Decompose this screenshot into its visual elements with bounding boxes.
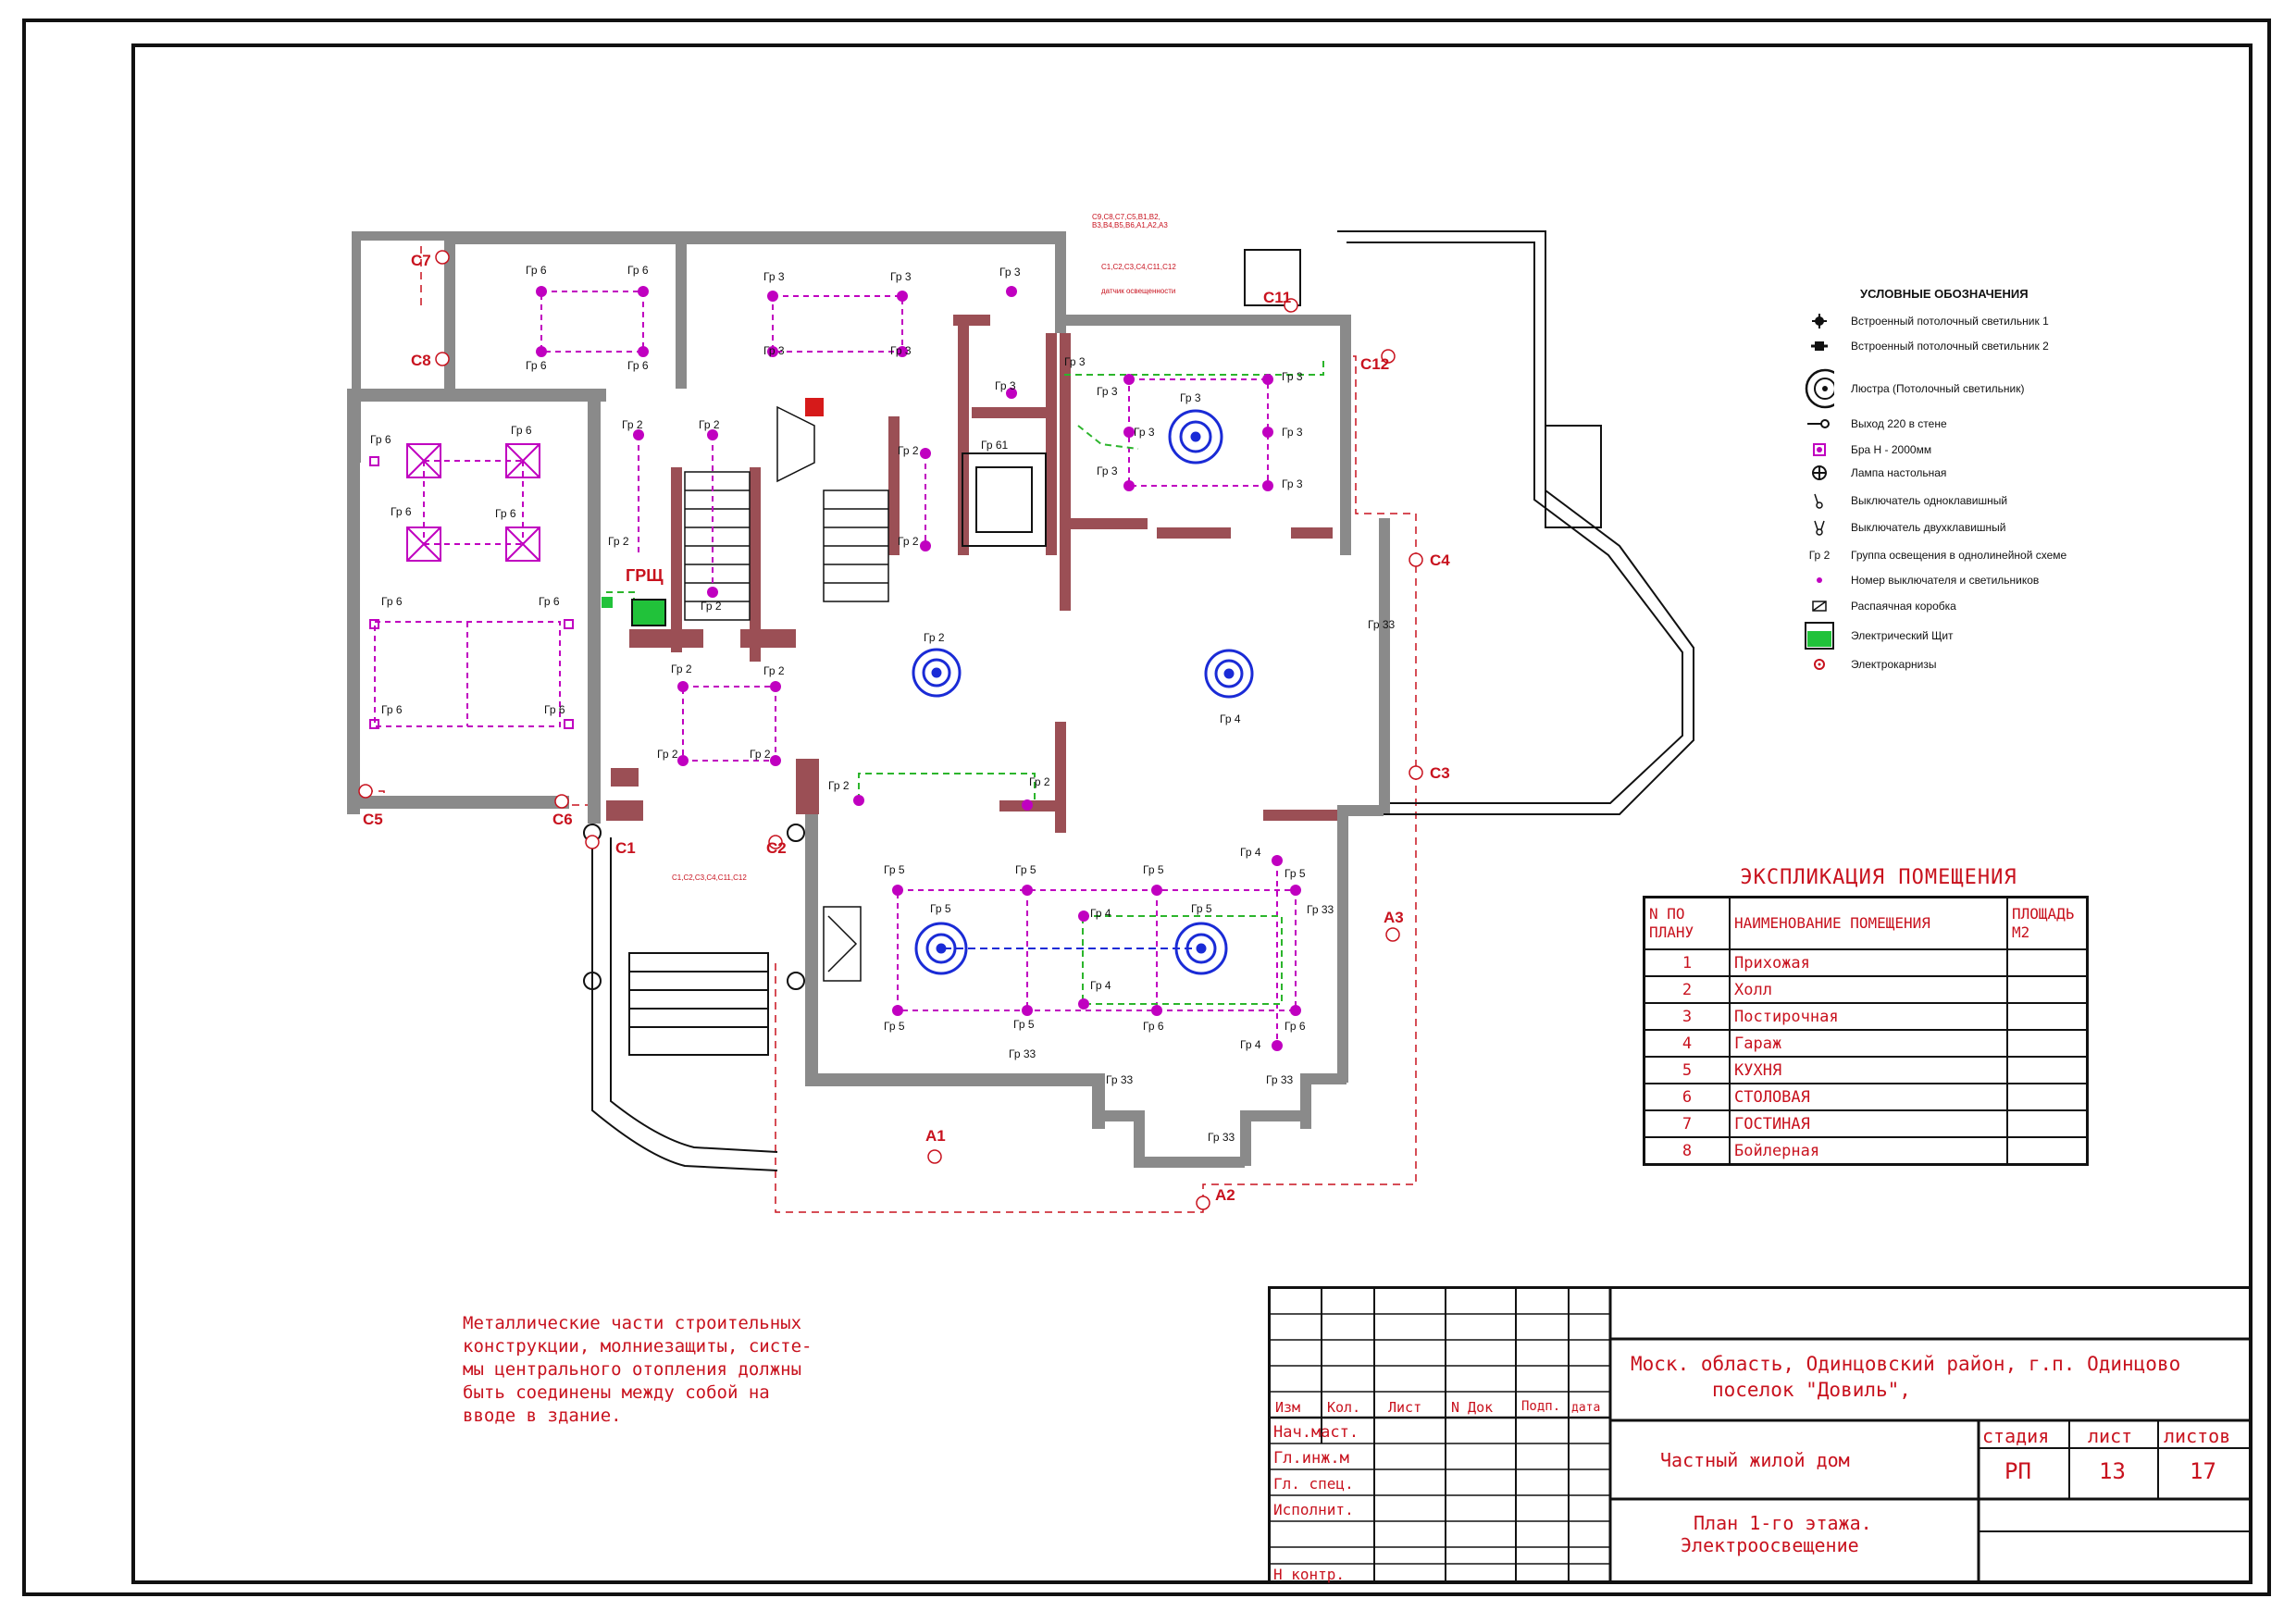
main-staircase (684, 405, 889, 621)
entrance-porch (583, 824, 805, 1171)
lift-shaft (962, 452, 1047, 547)
stage-value: РП (2004, 1458, 2031, 1484)
table-header-row: N ПО ПЛАНУ НАИМЕНОВАНИЕ ПОМЕЩЕНИЯ ПЛОЩАД… (1643, 896, 2089, 950)
stage-label: стадия (1982, 1425, 2050, 1447)
recessed-light-1-icon (1805, 308, 1834, 334)
terrace (1244, 230, 1694, 815)
sheets-value: 17 (2190, 1458, 2216, 1484)
stamp-role: Гл.инж.м (1273, 1449, 1349, 1468)
legend-item: Распаячная коробка (1805, 593, 1956, 619)
junction-box-icon (1805, 593, 1834, 619)
stamp-role: Исполнит. (1273, 1501, 1354, 1518)
sconce-icon (1805, 437, 1834, 463)
drawing-frame (131, 43, 2253, 1584)
axis-markers (358, 250, 1423, 1210)
legend-item: Встроенный потолочный светильник 1 (1805, 308, 2049, 334)
chandelier-icon (914, 922, 968, 975)
column-header: ПЛОЩАДЬ М2 (2006, 896, 2089, 950)
electrical-panel-icon (1805, 620, 1834, 651)
legend-item: Выход 220 в стене (1805, 411, 1947, 437)
grounding-note: Металлические части строительных констру… (463, 1313, 813, 1426)
legend-item: Гр 2 Группа освещения в однолинейной схе… (1805, 542, 2066, 568)
legend-item: Электрический Щит (1805, 620, 1954, 651)
sheet-title: План 1-го этажа. (1694, 1512, 1872, 1534)
sheets-label: листов (2164, 1425, 2231, 1447)
legend-title: УСЛОВНЫЕ ОБОЗНАЧЕНИЯ (1860, 287, 2029, 301)
explication-table: N ПО ПЛАНУ НАИМЕНОВАНИЕ ПОМЕЩЕНИЯ ПЛОЩАД… (1643, 896, 2089, 1166)
stamp-role: Н контр. (1273, 1566, 1346, 1583)
stamp-header-podp: Подп. (1521, 1399, 1561, 1414)
column-header: НАИМЕНОВАНИЕ ПОМЕЩЕНИЯ (1729, 896, 2008, 950)
title-block: Изм Кол. Лист N Док Подп. дата Нач.маст.… (1268, 1286, 2253, 1584)
cornice-icon (1805, 651, 1834, 677)
title-block-grid (1268, 1286, 2253, 1584)
chandelier-icon (1204, 649, 1254, 699)
stamp-role: Гл. спец. (1273, 1475, 1354, 1493)
stamp-header-ndoc: N Док (1451, 1399, 1494, 1416)
stamp-header-list: Лист (1388, 1399, 1422, 1416)
legend-item: Лампа настольная (1805, 460, 1946, 486)
recessed-light-2-icon (1805, 333, 1834, 359)
legend-item: Бра Н - 2000мм (1805, 437, 1931, 463)
electrical-panel-icon (631, 599, 666, 626)
project-location: Моск. область, Одинцовский район, г.п. О… (1631, 1353, 2181, 1375)
chandeliers (912, 409, 1254, 975)
double-switch-icon (1805, 514, 1834, 540)
stamp-header-kol: Кол. (1327, 1399, 1361, 1416)
sheet-value: 13 (2099, 1458, 2126, 1484)
fireplace (823, 906, 862, 982)
legend-item: Выключатель двухклавишный (1805, 514, 2005, 540)
walls (347, 231, 1390, 1168)
project-location: поселок "Довиль", (1712, 1379, 1911, 1401)
partitions (606, 315, 1337, 833)
sheet-title: Электроосвещение (1681, 1534, 1859, 1556)
group-label-icon: Гр 2 (1808, 549, 1831, 562)
wall-outlet-icon (1805, 411, 1834, 437)
legend-item: Электрокарнизы (1805, 651, 1936, 677)
chandelier-icon (1805, 368, 1834, 409)
chandelier-icon (1174, 922, 1228, 975)
recessed-lights (536, 286, 1301, 1051)
legend-item: Встроенный потолочный светильник 2 (1805, 333, 2049, 359)
chandelier-icon (1168, 409, 1223, 465)
stamp-header-data: дата (1571, 1401, 1601, 1415)
legend-item: Люстра (Потолочный светильник) (1805, 368, 2025, 409)
chandelier-icon (912, 648, 962, 698)
explication-title: ЭКСПЛИКАЦИЯ ПОМЕЩЕНИЯ (1740, 866, 2017, 889)
outer-frame (22, 19, 2271, 1596)
legend-item: Выключатель одноклавишный (1805, 488, 2007, 514)
legend-item: Номер выключателя и светильников (1805, 567, 2039, 593)
panel-indicator (602, 597, 613, 608)
stamp-role: Нач.маст. (1273, 1423, 1359, 1442)
column-header: N ПО ПЛАНУ (1643, 896, 1731, 950)
stamp-header-izm: Изм (1275, 1399, 1301, 1416)
switch-number-icon (1805, 567, 1834, 593)
table-lamp-icon (1805, 460, 1834, 486)
object-name: Частный жилой дом (1660, 1449, 1850, 1471)
sheet-label: лист (2088, 1425, 2133, 1447)
wall-sconces (369, 456, 574, 729)
single-switch-icon (1805, 488, 1834, 514)
lighting-circuits (374, 291, 1297, 1046)
